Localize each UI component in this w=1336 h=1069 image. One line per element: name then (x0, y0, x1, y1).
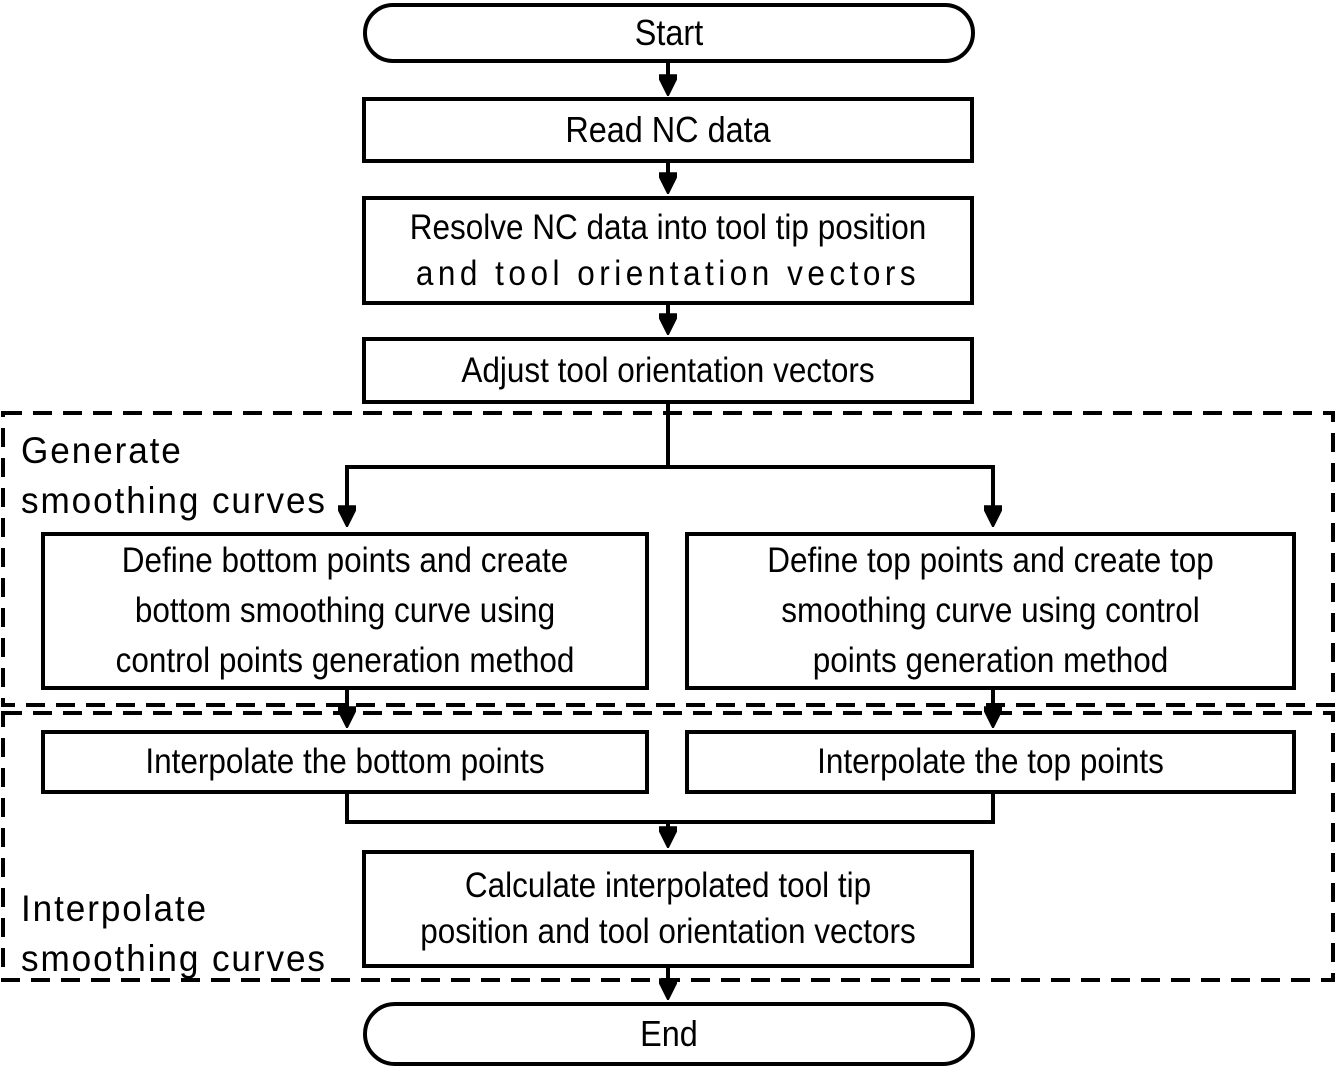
node-read-nc-data: Read NC data (362, 97, 974, 163)
node-label-line: End (640, 1013, 698, 1054)
node-label-line: bottom smoothing curve using (134, 591, 556, 630)
node-interpolate-bottom-points: Interpolate the bottom points (41, 730, 649, 794)
node-end: End (363, 1002, 975, 1066)
node-label-line: position and tool orientation vectors (420, 912, 916, 951)
connector-adjust-to-define-bottom (347, 402, 670, 524)
connector-merge-line (345, 792, 995, 824)
group-label-line: Interpolate (21, 888, 209, 929)
node-calculate-interpolated: Calculate interpolated tool tip position… (362, 850, 974, 968)
node-label-line: Adjust tool orientation vectors (461, 350, 875, 390)
node-label-line: Start (634, 12, 704, 53)
node-label-line: and tool orientation vectors (415, 253, 921, 293)
node-label-line: Interpolate the bottom points (145, 742, 545, 781)
group-label-line: smoothing curves (21, 480, 327, 521)
node-resolve-nc-data: Resolve NC data into tool tip position a… (362, 196, 974, 305)
group-label-line: smoothing curves (21, 938, 327, 979)
node-label-line: Define top points and create top (767, 541, 1214, 580)
node-interpolate-top-points: Interpolate the top points (685, 730, 1296, 794)
node-start: Start (363, 3, 975, 63)
node-label-line: Interpolate the top points (817, 742, 1164, 781)
node-adjust-orientation: Adjust tool orientation vectors (362, 337, 974, 404)
node-label-line: Resolve NC data into tool tip position (409, 207, 927, 247)
node-label-line: Calculate interpolated tool tip (464, 866, 872, 905)
node-define-bottom-points: Define bottom points and create bottom s… (41, 532, 649, 690)
node-label-line: Define bottom points and create (121, 541, 569, 580)
node-label-line: smoothing curve using control (781, 591, 1200, 630)
node-label-line: points generation method (812, 641, 1169, 680)
node-label-line: Read NC data (565, 109, 771, 150)
node-label-line: control points generation method (115, 641, 575, 680)
connector-adjust-to-define-top (668, 465, 993, 524)
node-define-top-points: Define top points and create top smoothi… (685, 532, 1296, 690)
group-label-line: Generate (21, 430, 183, 471)
group-label-interpolate-smoothing-curves: Interpolate smoothing curves (21, 884, 327, 984)
group-label-generate-smoothing-curves: Generate smoothing curves (21, 426, 327, 526)
